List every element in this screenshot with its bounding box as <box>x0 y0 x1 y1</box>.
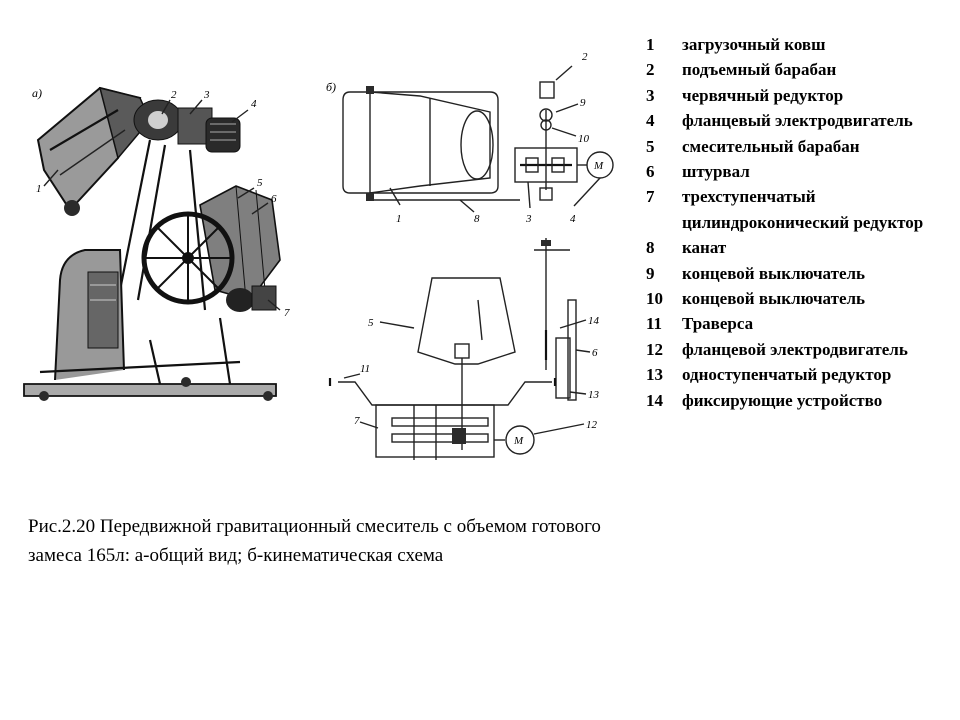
lower-reducer-a <box>226 285 277 312</box>
callout-b-10: 10 <box>578 133 590 145</box>
callout-b-4: 4 <box>570 213 576 225</box>
legend-item: 5 смесительный барабан <box>646 134 956 159</box>
callout-b-9: 9 <box>580 97 586 109</box>
figure-caption: Рис.2.20 Передвижной гравитационный смес… <box>28 512 908 570</box>
legend-num: 7 <box>646 187 655 207</box>
lower-reducer-scheme: M <box>375 404 535 460</box>
legend-text: концевой выключатель <box>682 263 866 283</box>
legend-item: 9 концевой выключатель <box>646 261 956 286</box>
motor-symbol-top: M <box>593 160 604 172</box>
legend: 1 загрузочный ковш 2 подъемный барабан 3 че… <box>646 32 956 413</box>
legend-num: 6 <box>646 162 655 182</box>
handwheel-a <box>141 211 235 305</box>
legend-text: фланцевой электродвигатель <box>682 339 908 359</box>
legend-item: 1 загрузочный ковш <box>646 32 956 57</box>
legend-item: 14 фиксирующие устройство <box>646 388 956 413</box>
bucket-scheme <box>342 86 520 201</box>
legend-text: червячный редуктор <box>682 85 844 105</box>
callout-b-13: 13 <box>588 389 600 401</box>
top-drive-a <box>133 99 241 153</box>
callout-a-2: 2 <box>171 89 177 101</box>
legend-item: 7 трехступенчатый цилиндроконический реду… <box>646 184 956 235</box>
traverse-scheme <box>328 378 557 406</box>
callout-b-7: 7 <box>354 415 360 427</box>
legend-num: 8 <box>646 238 655 258</box>
legend-item: 2 подъемный барабан <box>646 57 956 82</box>
callout-b-2: 2 <box>582 51 588 63</box>
mixing-drum-scheme <box>417 277 516 450</box>
caption-line-1: Рис.2.20 Передвижной гравитационный смес… <box>28 516 601 537</box>
legend-text: смесительный барабан <box>682 136 860 156</box>
legend-text: фланцевый электродвигатель <box>682 111 913 131</box>
legend-text: загрузочный ковш <box>682 35 826 54</box>
legend-num: 13 <box>646 365 663 385</box>
callout-a-5: 5 <box>257 177 263 189</box>
callout-a-1: 1 <box>36 183 42 195</box>
callout-b-14: 14 <box>588 315 600 327</box>
kinematic-scheme-drawing: б) M <box>326 51 614 460</box>
callout-b-8: 8 <box>474 213 480 225</box>
legend-item: 8 канат <box>646 235 956 260</box>
legend-text: одноступенчатый редуктор <box>682 365 892 385</box>
motor-symbol-bottom: M <box>513 435 524 447</box>
callout-b-6: 6 <box>592 347 598 359</box>
callout-b-12: 12 <box>586 419 598 431</box>
callout-a-7: 7 <box>284 307 290 319</box>
legend-num: 9 <box>646 263 655 283</box>
legend-num: 1 <box>646 35 655 54</box>
legend-item: 4 фланцевый электродвигатель <box>646 108 956 133</box>
legend-item: 6 штурвал <box>646 159 956 184</box>
legend-num: 2 <box>646 60 655 80</box>
legend-item: 13 одноступенчатый редуктор <box>646 362 956 387</box>
chassis-a <box>23 249 277 401</box>
callout-b-5: 5 <box>368 317 374 329</box>
callout-a-4: 4 <box>251 98 257 110</box>
legend-num: 10 <box>646 289 663 309</box>
callout-a-3: 3 <box>203 89 210 101</box>
mast-a <box>118 139 207 311</box>
legend-text: трехступенчатый цилиндроконический редук… <box>682 187 924 232</box>
callout-b-1: 1 <box>396 213 402 225</box>
legend-text: подъемный барабан <box>682 60 837 80</box>
legend-num: 14 <box>646 390 663 410</box>
callout-a-6: 6 <box>271 193 277 205</box>
legend-text: концевой выключатель <box>682 289 866 309</box>
legend-num: 11 <box>646 314 663 334</box>
legend-num: 4 <box>646 111 655 131</box>
legend-num: 12 <box>646 339 663 359</box>
legend-text: фиксирующие устройство <box>682 390 883 410</box>
handwheel-shaft-scheme <box>534 238 577 401</box>
view-a-label: а) <box>32 86 42 100</box>
legend-item: 10 концевой выключатель <box>646 286 956 311</box>
legend-text: канат <box>682 238 727 258</box>
general-view-drawing: а) <box>23 86 290 401</box>
callouts-b: 1 2 3 4 5 6 7 8 9 10 11 12 13 1 <box>343 51 601 435</box>
loading-bucket-a <box>36 86 151 216</box>
legend-item: 11 Траверса <box>646 311 956 336</box>
legend-num: 5 <box>646 136 655 156</box>
callout-b-11: 11 <box>360 363 370 375</box>
worm-reducer-scheme: M <box>514 81 614 201</box>
caption-line-2: замеса 165л: а-общий вид; б-кинематическ… <box>28 545 444 566</box>
view-b-label: б) <box>326 80 336 94</box>
callouts-a: 1 2 3 4 5 6 7 <box>36 89 290 319</box>
legend-text: штурвал <box>682 162 750 182</box>
legend-text: Траверса <box>682 314 754 334</box>
callout-b-3: 3 <box>525 213 532 225</box>
legend-item: 12 фланцевой электродвигатель <box>646 337 956 362</box>
legend-num: 3 <box>646 85 655 105</box>
legend-item: 3 червячный редуктор <box>646 83 956 108</box>
